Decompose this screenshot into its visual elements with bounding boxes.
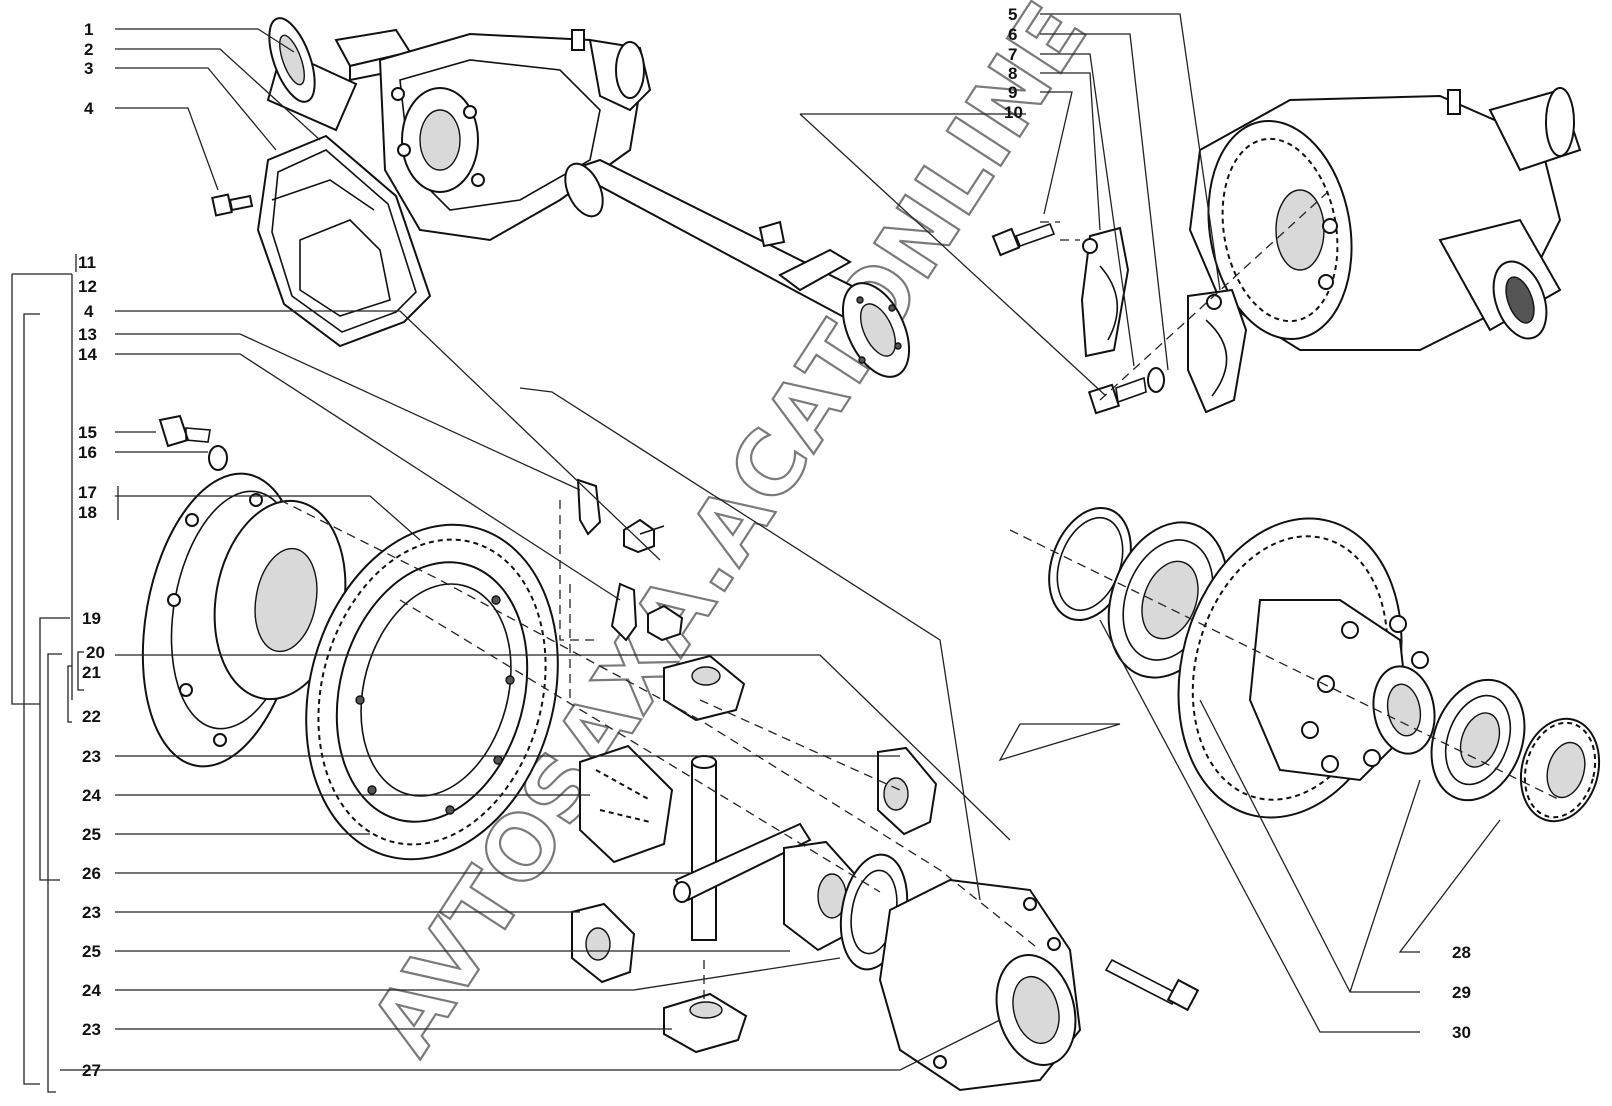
planet-gear-23-right (877, 746, 938, 836)
callout-3: 3 (84, 59, 93, 78)
bearing-right (1430, 678, 1526, 802)
callout-8: 8 (1008, 64, 1017, 83)
callout-9: 9 (1008, 83, 1017, 102)
callout-17: 17 (78, 483, 97, 502)
pinion-gear-24-upper (579, 744, 674, 864)
callout-27: 27 (82, 1061, 101, 1080)
planet-gear-23-bottom (663, 992, 748, 1054)
callout-29: 29 (1452, 983, 1471, 1002)
callout-18: 18 (78, 503, 97, 522)
callout-23c: 23 (82, 1020, 101, 1039)
callout-1: 1 (84, 20, 93, 39)
callout-30: 30 (1452, 1023, 1471, 1042)
bolt-15 (158, 414, 211, 448)
callout-6: 6 (1008, 25, 1017, 44)
callout-24b: 24 (82, 981, 101, 1000)
callouts-bottom-right: 28 29 30 (1452, 943, 1471, 1042)
washer-16 (208, 445, 228, 471)
cap-washer (1147, 367, 1165, 393)
callout-11: 11 (78, 253, 96, 272)
adjusting-nut (1519, 717, 1601, 823)
callout-23b: 23 (82, 903, 101, 922)
callout-7: 7 (1008, 45, 1017, 64)
side-gear-upper (663, 654, 746, 722)
callout-5: 5 (1008, 5, 1017, 24)
cap-bolt-lower (1087, 376, 1147, 415)
ring-gear (305, 523, 559, 861)
diff-case-27 (878, 878, 1082, 1092)
assembly-axis-lines (279, 189, 1561, 1000)
diff-assembly (1177, 517, 1436, 819)
callout-19: 19 (82, 609, 101, 628)
callout-25b: 25 (82, 942, 101, 961)
bearing-cap-right (1187, 288, 1248, 414)
callout-28: 28 (1452, 943, 1471, 962)
housing-with-bearing-caps (1188, 87, 1582, 351)
callouts-top-right: 5 6 7 8 9 10 (1004, 5, 1023, 122)
callout-20: 20 (86, 643, 105, 662)
axle-housing-assembly (266, 17, 911, 378)
callouts-left: 1 2 3 4 11 12 4 13 14 15 16 17 18 19 20 … (78, 20, 105, 1080)
callout-14: 14 (78, 345, 97, 364)
long-bolt (1104, 958, 1200, 1012)
callout-25a: 25 (82, 825, 101, 844)
callout-26: 26 (82, 864, 101, 883)
bearing-cap-left (1080, 226, 1130, 358)
callout-24a: 24 (82, 786, 101, 805)
callout-12: 12 (78, 277, 97, 296)
callout-15: 15 (78, 423, 97, 442)
callout-21: 21 (82, 663, 101, 682)
callout-2: 2 (84, 40, 93, 59)
cross-shaft-26 (673, 755, 812, 941)
callout-23a: 23 (82, 747, 101, 766)
leader-lines (11, 13, 1501, 1093)
callout-16: 16 (78, 443, 97, 462)
cap-bolt-upper (991, 222, 1056, 257)
callout-13: 13 (78, 325, 97, 344)
planet-gear-23-left (571, 902, 636, 984)
rear-cover (211, 134, 432, 348)
callout-4b: 4 (84, 302, 94, 321)
lock-plate-13 (576, 478, 665, 554)
callout-10: 10 (1004, 103, 1023, 122)
callout-4a: 4 (84, 99, 94, 118)
callout-22: 22 (82, 707, 101, 726)
